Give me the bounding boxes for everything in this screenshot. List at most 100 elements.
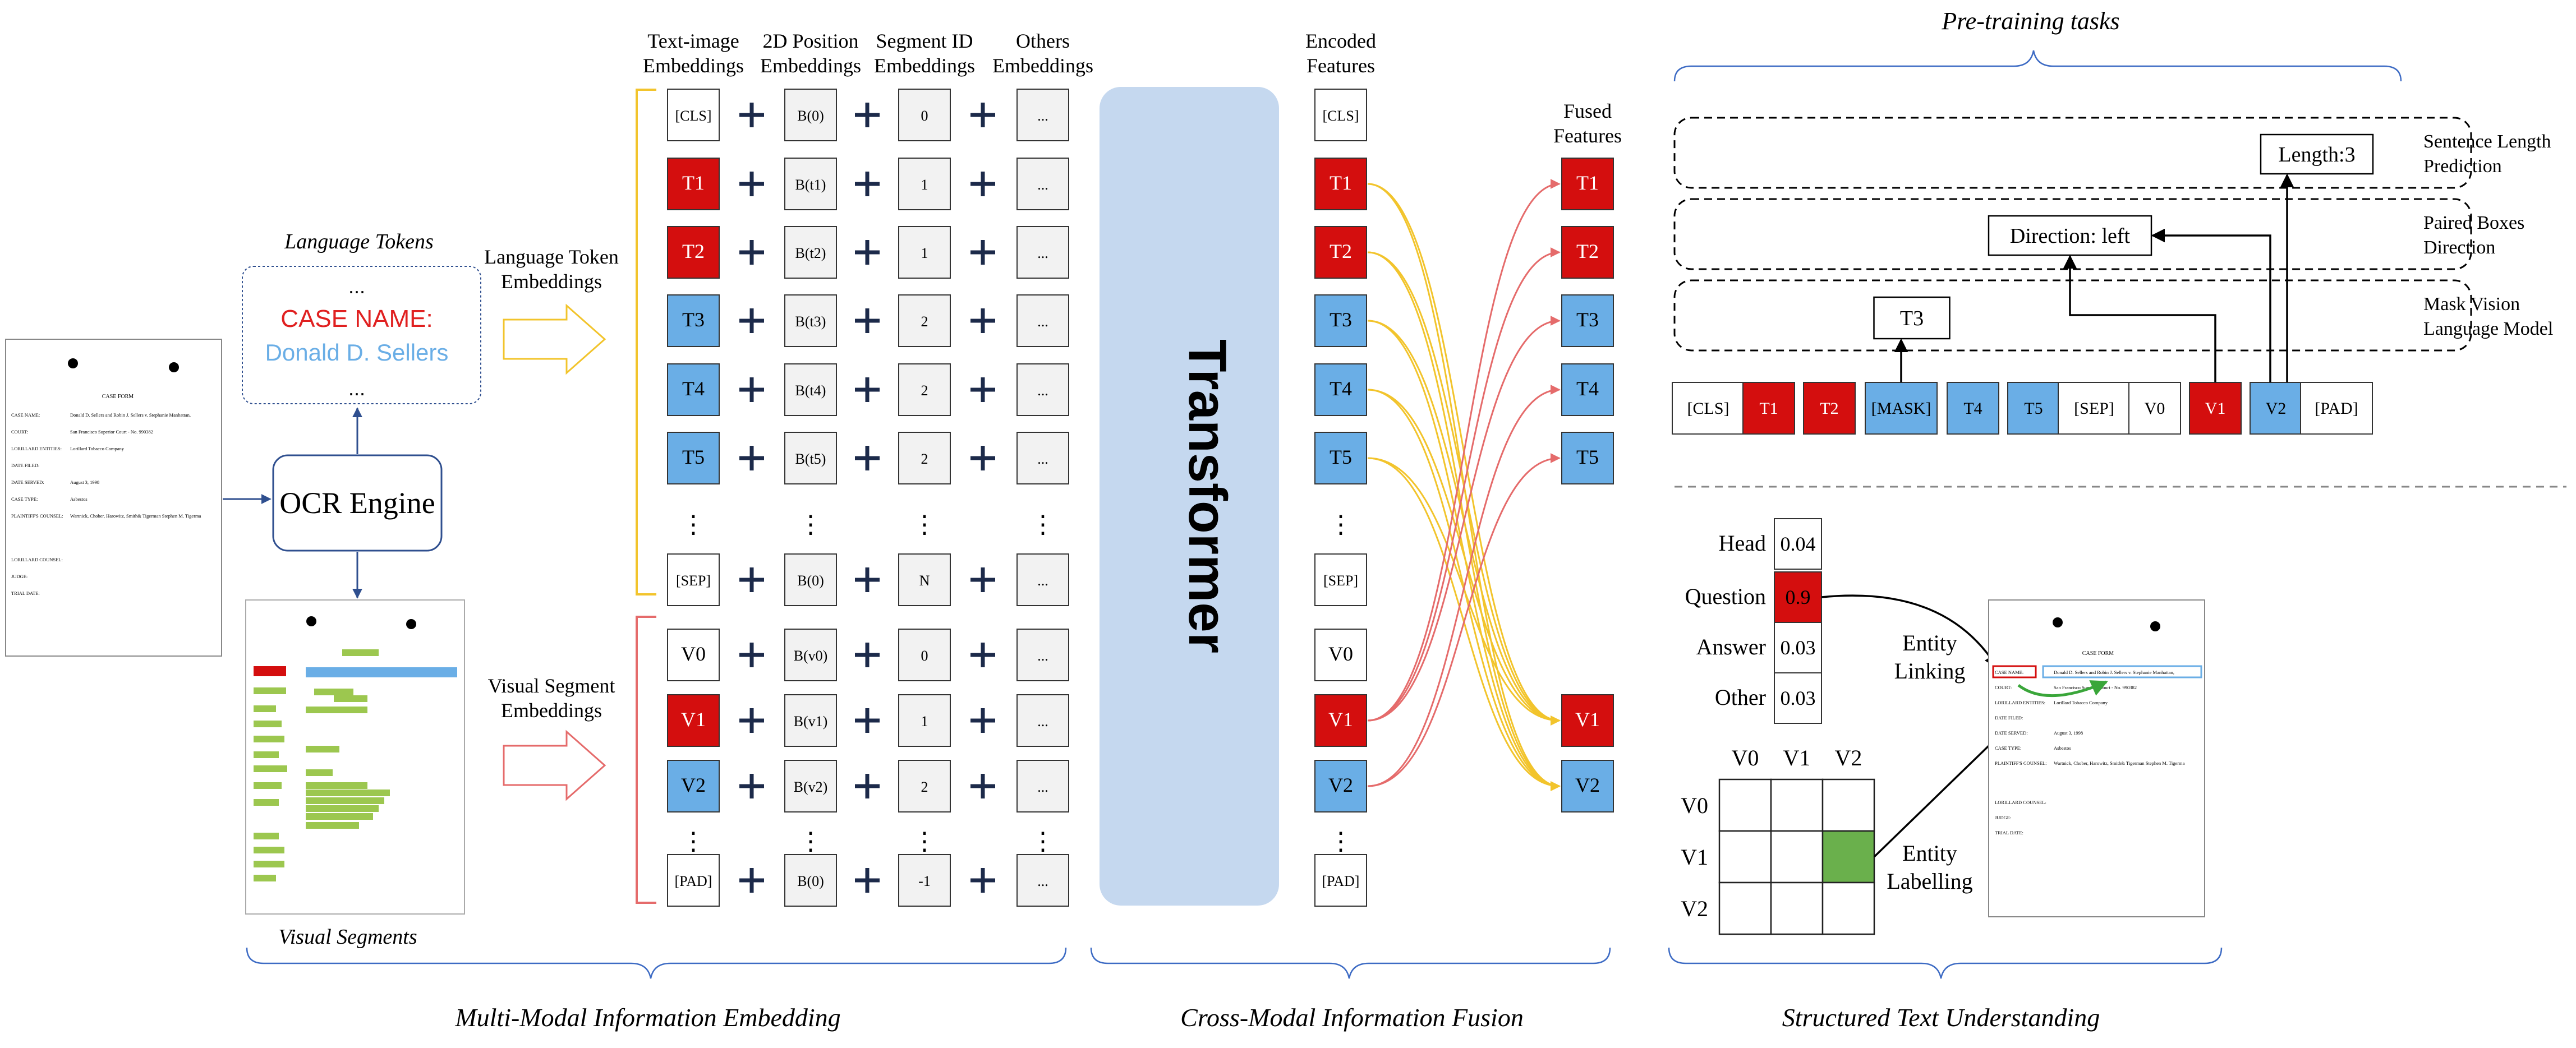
others-cell — [1016, 294, 1069, 347]
text-image-cell-text: V2 — [681, 774, 706, 796]
text-image-cell — [667, 854, 720, 907]
fusion-curve-visual-to-text — [1367, 247, 1561, 722]
matrix-cell — [1718, 881, 1772, 935]
fused-feature-text: V1 — [1575, 708, 1600, 731]
fused-feature-cell — [1561, 432, 1614, 484]
plus-icon — [970, 868, 995, 893]
plus-icon — [970, 774, 995, 798]
doc-row: PLAINTIFF'S COUNSEL:Wartnick, Chober, Ha… — [1995, 760, 2185, 766]
fused-feature-cell — [1561, 226, 1614, 279]
result-document: CASE FORM CASE NAME:Donald D. Sellers an… — [1988, 599, 2205, 917]
segment-block — [306, 769, 333, 776]
punch-hole-icon — [68, 358, 78, 368]
doc-row: CASE TYPE:Asbestos — [1995, 745, 2071, 751]
hollow-arrow-icon — [503, 730, 606, 801]
fused-feature-cell — [1561, 294, 1614, 347]
ellipsis: ⋮ — [798, 511, 823, 538]
segment-block — [254, 861, 284, 867]
text-image-cell — [667, 89, 720, 141]
segment-id-cell-text: -1 — [918, 873, 931, 889]
segment-id-cell — [898, 629, 951, 681]
punch-hole-icon — [306, 616, 316, 626]
pretraining-brace — [1673, 50, 2402, 82]
language-tokens-box: ... CASE NAME: Donald D. Sellers ... — [242, 266, 481, 404]
doc-row-value: Wartnick, Chober, Harowitz, Smith& Tiger… — [70, 513, 201, 519]
fused-feature-cell — [1561, 760, 1614, 812]
language-tokens-title: Language Tokens — [284, 230, 434, 253]
punch-hole-icon — [169, 362, 179, 372]
matrix-cell — [1770, 830, 1824, 884]
class-label: Head — [1719, 530, 1766, 556]
matrix-cell — [1770, 778, 1824, 832]
doc-row: CASE NAME:Donald D. Sellers and Robin J.… — [11, 412, 191, 418]
encoded-feature-cell — [1314, 89, 1367, 141]
class-label: Other — [1715, 685, 1766, 710]
pretraining-token-text: V2 — [2266, 399, 2287, 418]
doc-row: TRIAL DATE: — [1995, 830, 2023, 835]
plus-icon — [970, 103, 995, 127]
ellipsis: ⋮ — [681, 511, 706, 538]
segment-id-cell — [898, 760, 951, 812]
encoded-feature-text: [SEP] — [1323, 573, 1358, 589]
segment-id-cell — [898, 694, 951, 747]
segment-id-cell-text: 1 — [921, 713, 928, 730]
pretraining-token-text: [PAD] — [2315, 399, 2358, 418]
pretraining-token-cell — [1672, 382, 1745, 435]
others-cell-text: ... — [1037, 177, 1048, 193]
doc-row-label: PLAINTIFF'S COUNSEL: — [1995, 760, 2046, 766]
pretraining-title: Pre-training tasks — [1941, 7, 2119, 35]
segment-id-cell — [898, 158, 951, 210]
segment-id-cell — [898, 89, 951, 141]
segment-id-cell-text: 2 — [921, 313, 928, 330]
segment-block — [254, 721, 282, 727]
position-cell — [784, 854, 837, 907]
others-cell-text: ... — [1037, 573, 1048, 589]
position-cell-text: B(v1) — [794, 713, 828, 730]
others-cell — [1016, 760, 1069, 812]
text-image-cell-text: T5 — [682, 446, 705, 468]
segment-block — [306, 822, 359, 829]
plus-icon — [970, 172, 995, 196]
text-image-cell-text: T4 — [682, 377, 705, 400]
others-cell — [1016, 432, 1069, 484]
embedding-section-label: Multi-Modal Information Embedding — [454, 1003, 840, 1032]
doc-row-label: JUDGE: — [11, 574, 27, 579]
ellipsis: ⋮ — [1031, 828, 1055, 855]
doc-row-label: DATE FILED: — [1995, 715, 2023, 721]
doc-row: LORILLARD ENTITIES:Lorillard Tobacco Com… — [1995, 700, 2108, 705]
segment-answer — [306, 667, 457, 677]
doc-row-value: San Francisco Superior Court - No. 99038… — [70, 429, 153, 435]
others-cell — [1016, 89, 1069, 141]
matrix-row-label: V1 — [1681, 844, 1708, 870]
plus-icon — [970, 446, 995, 470]
plus-icon — [855, 708, 880, 733]
pretraining-output-box — [1873, 296, 1951, 340]
ocr-engine-box: OCR Engine — [272, 454, 443, 552]
transformer-block: Transformer — [1100, 87, 1279, 906]
encoded-feature-text: V2 — [1328, 774, 1353, 796]
case-name-token: CASE NAME: — [280, 305, 433, 333]
text-image-cell-text: [SEP] — [676, 573, 711, 589]
plus-icon — [855, 308, 880, 333]
encoded-feature-text: V1 — [1328, 708, 1353, 731]
segment-block — [254, 687, 286, 694]
text-image-cell — [667, 553, 720, 606]
encoded-feature-text: T3 — [1330, 308, 1352, 331]
encoded-feature-cell — [1314, 158, 1367, 210]
segment-id-cell-text: 1 — [921, 245, 928, 261]
others-cell — [1016, 553, 1069, 606]
class-score-value: 0.9 — [1786, 586, 1811, 608]
pretraining-token-text: T2 — [1820, 399, 1838, 418]
entity-link-arrow — [2017, 680, 2108, 697]
doc-row-label: CASE NAME: — [11, 412, 40, 418]
doc-row-value: Asbestos — [70, 496, 88, 502]
pretraining-token-text: T1 — [1759, 399, 1778, 418]
doc-row-value: Lorillard Tobacco Company — [70, 446, 125, 451]
ellipsis: ⋮ — [912, 511, 937, 538]
